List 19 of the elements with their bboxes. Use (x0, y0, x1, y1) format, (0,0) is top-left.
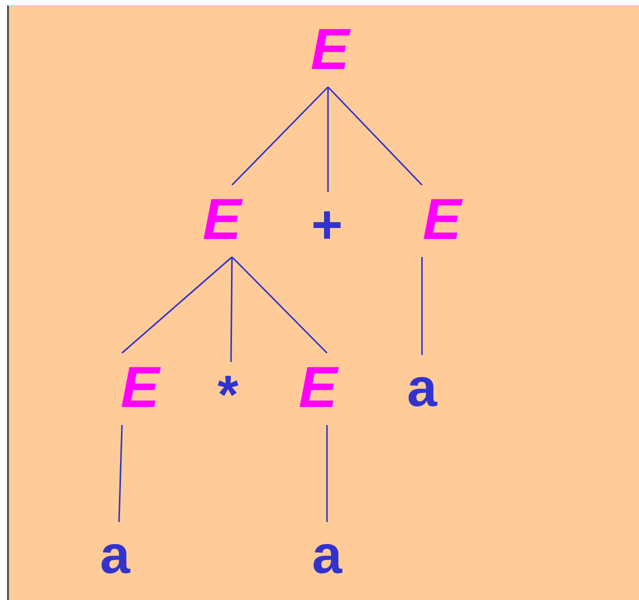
tree-branch-line (327, 87, 329, 192)
terminal-symbol: a (308, 526, 346, 584)
nonterminal-symbol: E (418, 189, 466, 251)
tree-branch-line (118, 424, 123, 522)
tree-branch-line (230, 257, 233, 362)
terminal-symbol: a (96, 526, 134, 584)
terminal-symbol: a (402, 359, 442, 417)
tree-branch-line (421, 257, 423, 355)
tree-branch-line (231, 86, 329, 186)
tree-branch-line (122, 256, 232, 354)
nonterminal-symbol: E (306, 19, 354, 81)
tree-branch-line (326, 425, 328, 522)
nonterminal-symbol: E (198, 189, 246, 251)
terminal-symbol: + (307, 196, 347, 254)
tree-branch-line (231, 256, 328, 354)
terminal-symbol: * (214, 366, 242, 424)
nonterminal-symbol: E (294, 357, 342, 419)
nonterminal-symbol: E (116, 357, 164, 419)
tree-branch-line (327, 86, 423, 186)
